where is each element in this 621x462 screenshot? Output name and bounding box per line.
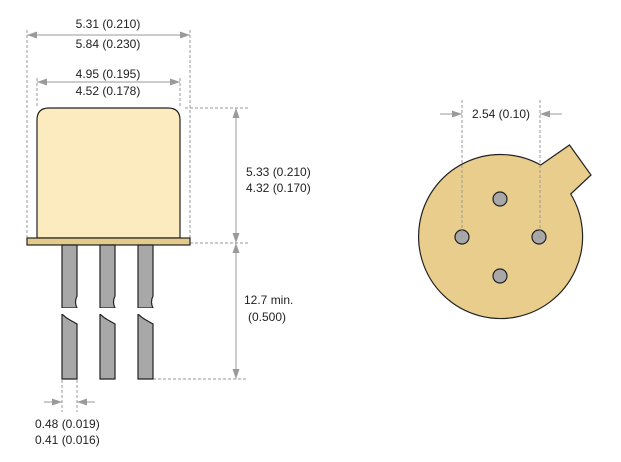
- pin-spacing-label: 2.54 (0.10): [472, 107, 530, 121]
- lead-length-dimension: 12.7 min. (0.500): [232, 243, 293, 379]
- inner-width-max-label: 4.95 (0.195): [76, 67, 141, 81]
- lead-dia-max-label: 0.48 (0.019): [35, 417, 100, 431]
- lead-length-inch-label: (0.500): [248, 310, 286, 324]
- outer-width-max-label: 5.31 (0.210): [76, 17, 141, 31]
- height-max-label: 5.33 (0.210): [246, 165, 311, 179]
- lead-pin: [61, 244, 78, 308]
- lead-length-label: 12.7 min.: [244, 293, 293, 307]
- lead-pin: [137, 314, 154, 380]
- pin-bottom: [492, 268, 508, 284]
- side-view: 5.31 (0.210) 5.84 (0.230) 4.95 (0.195) 4…: [26, 17, 311, 447]
- lead-pin: [137, 244, 154, 308]
- lead-pin: [99, 244, 116, 308]
- height-min-label: 4.32 (0.170): [246, 181, 311, 195]
- bottom-view: 2.54 (0.10): [418, 100, 592, 320]
- inner-width-dimension: 4.95 (0.195) 4.52 (0.178): [37, 67, 180, 98]
- body-height-dimension: 5.33 (0.210) 4.32 (0.170): [232, 108, 311, 243]
- relay-can-body: [36, 107, 181, 239]
- lead-diameter-dimension: 0.48 (0.019) 0.41 (0.016): [35, 398, 100, 447]
- pin-top: [492, 191, 508, 207]
- header-disc-with-tab: [418, 144, 592, 320]
- lead-pin: [99, 314, 116, 380]
- pin-spacing-dimension: 2.54 (0.10): [440, 107, 562, 121]
- inner-width-min-label: 4.52 (0.178): [76, 84, 141, 98]
- pin-right: [531, 229, 547, 245]
- outer-width-dimension: 5.31 (0.210) 5.84 (0.230): [27, 17, 190, 51]
- outer-width-min-label: 5.84 (0.230): [76, 37, 141, 51]
- lead-pin: [61, 314, 78, 380]
- header-base: [26, 237, 191, 246]
- lead-dia-min-label: 0.41 (0.016): [35, 433, 100, 447]
